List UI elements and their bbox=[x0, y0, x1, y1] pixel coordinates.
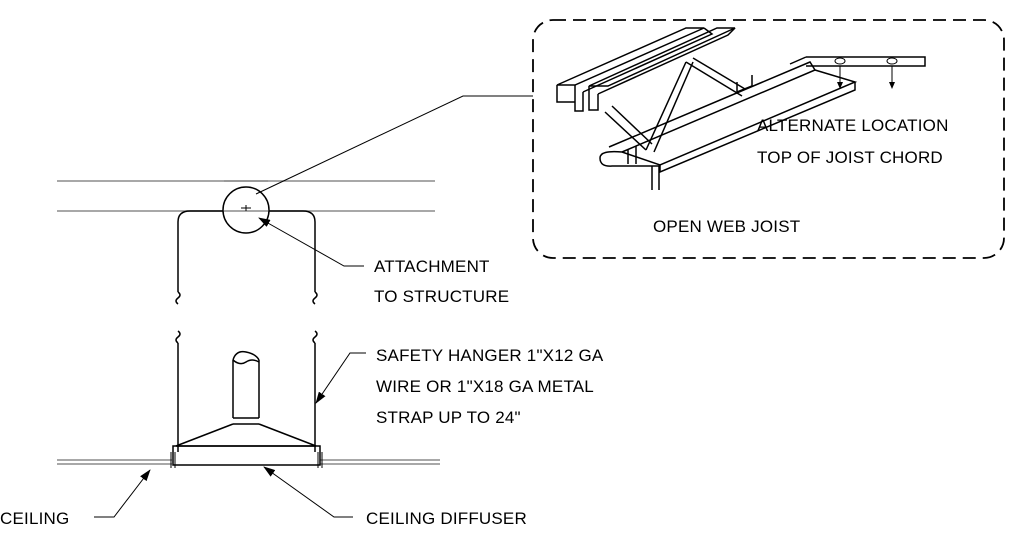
ceiling-label: CEILING bbox=[0, 509, 69, 528]
safety-hanger-wires bbox=[175, 210, 318, 452]
open-web-joist-callout: ALTERNATE LOCATION TOP OF JOIST CHORD OP… bbox=[532, 19, 1005, 259]
safety-hanger-label-line3: STRAP UP TO 24" bbox=[376, 408, 521, 427]
ceiling-lines bbox=[57, 459, 440, 465]
attachment-detail-circle bbox=[222, 95, 533, 234]
safety-hanger-label-line1: SAFETY HANGER 1"X12 GA bbox=[376, 346, 604, 365]
attachment-label-line1: ATTACHMENT bbox=[374, 257, 490, 276]
alternate-location-line2: TOP OF JOIST CHORD bbox=[757, 148, 943, 167]
open-web-joist-label: OPEN WEB JOIST bbox=[653, 217, 800, 236]
alternate-location-line1: ALTERNATE LOCATION bbox=[757, 116, 949, 135]
joist-illustration bbox=[556, 27, 926, 190]
attachment-label-line2: TO STRUCTURE bbox=[374, 287, 509, 306]
ceiling-diffuser-shape bbox=[170, 350, 323, 468]
leader-lines bbox=[94, 217, 366, 518]
safety-hanger-label-line2: WIRE OR 1"X18 GA METAL bbox=[376, 377, 594, 396]
ceiling-diffuser-label: CEILING DIFFUSER bbox=[366, 509, 527, 528]
